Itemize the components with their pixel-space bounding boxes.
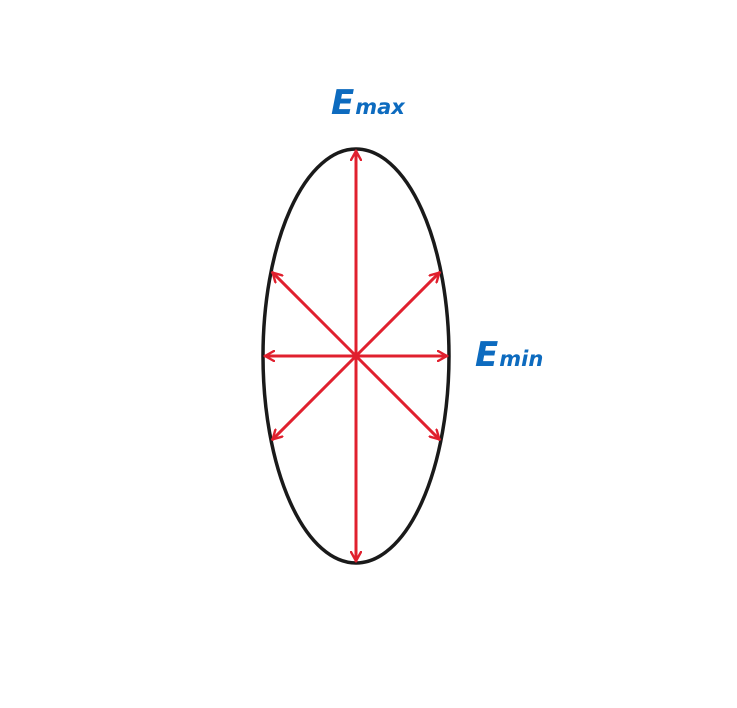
e-min-symbol: E [475, 335, 499, 375]
arrow-group [263, 149, 449, 563]
ellipse-outline [261, 147, 451, 565]
e-min-subscript: min [499, 347, 544, 371]
e-min-label: Emin [475, 338, 543, 372]
arrow-upper-left [271, 271, 358, 358]
arrow-upper-right [354, 271, 441, 358]
e-max-label: Emax [331, 86, 405, 120]
arrow-lower-right [354, 354, 441, 441]
arrow-lower-left [271, 354, 358, 441]
e-max-symbol: E [331, 83, 355, 123]
e-max-subscript: max [355, 95, 405, 119]
